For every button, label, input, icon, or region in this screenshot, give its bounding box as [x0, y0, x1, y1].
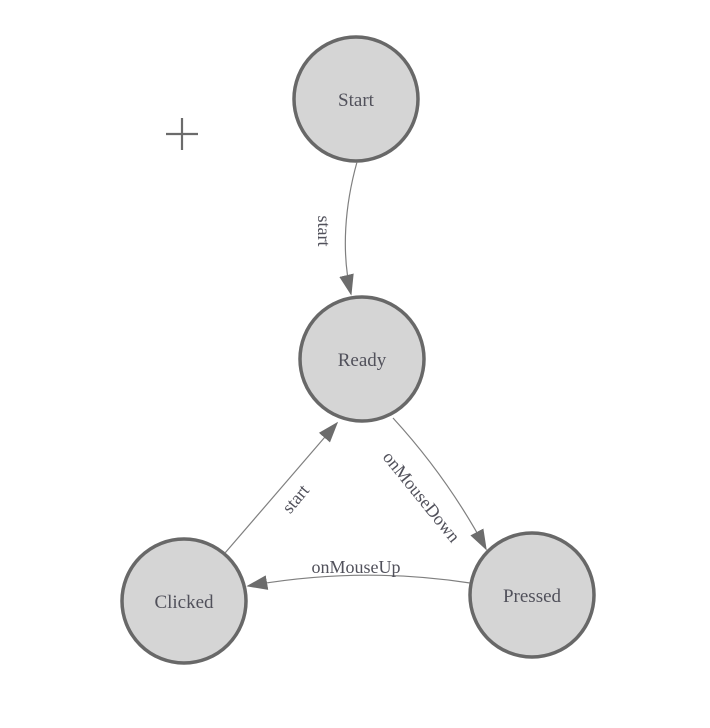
transition-label-start-to-ready: start	[314, 216, 334, 247]
state-node-start[interactable]	[292, 35, 420, 163]
state-node-clicked[interactable]	[120, 537, 248, 665]
state-node-ready[interactable]	[298, 295, 426, 423]
state-node-label-start: Start	[338, 90, 375, 111]
edges-layer	[224, 161, 487, 590]
transition-edge-start-to-ready[interactable]	[339, 161, 358, 296]
transition-label-ready-to-pressed: onMouseDown	[379, 447, 464, 546]
transition-edge-pressed-to-clicked[interactable]	[246, 574, 471, 590]
plus-crosshair-icon	[166, 118, 198, 150]
state-node-label-clicked: Clicked	[154, 592, 214, 613]
transition-label-pressed-to-clicked: onMouseUp	[312, 557, 401, 577]
state-node-label-ready: Ready	[338, 350, 387, 371]
cursor-layer	[166, 118, 198, 150]
transition-edge-clicked-to-ready[interactable]	[224, 421, 339, 554]
state-node-pressed[interactable]	[468, 531, 596, 659]
transition-edge-ready-to-pressed[interactable]	[392, 417, 487, 551]
state-node-label-pressed: Pressed	[503, 586, 562, 607]
